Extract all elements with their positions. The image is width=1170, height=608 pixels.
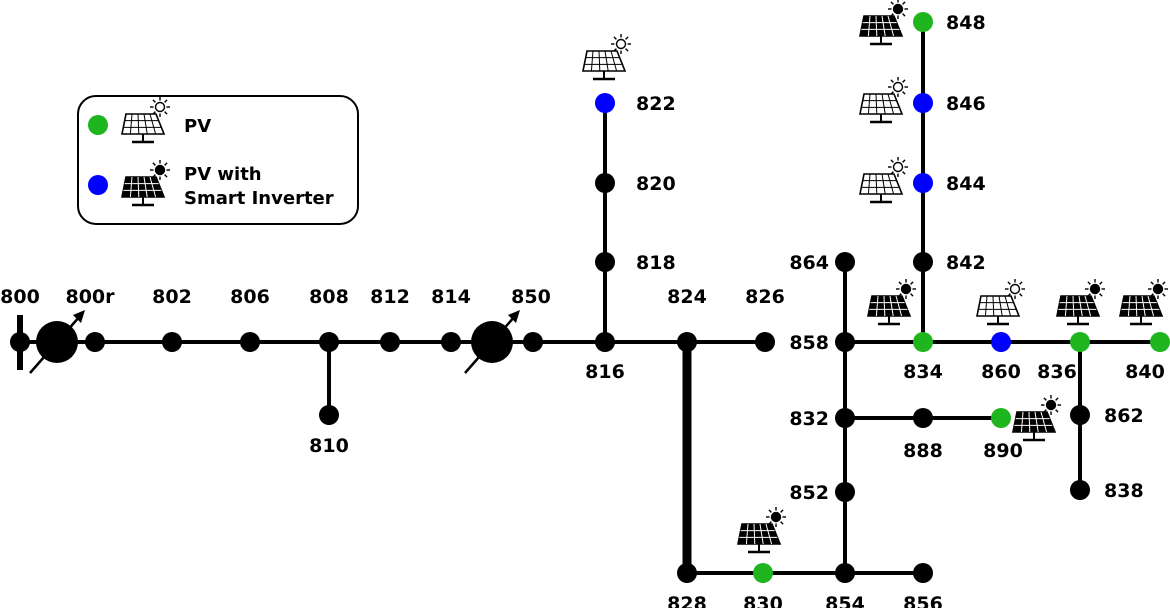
bus-labels: 800 800r 802 806 808 810 812 814 850 816 818 820 822…: [0, 12, 1165, 608]
legend-smart-label-line1: PV with: [184, 164, 262, 185]
solar-panel-icon-890: [1012, 395, 1061, 442]
bus-label-856: 856: [903, 593, 943, 608]
solar-panel-icon-860: [976, 279, 1025, 326]
bus-label-890: 890: [983, 440, 1023, 462]
bus-830: [753, 563, 773, 583]
bus-846: [913, 93, 933, 113]
bus-label-820: 820: [636, 173, 676, 195]
solar-panel-icon-840: [1119, 279, 1168, 326]
bus-856: [913, 563, 933, 583]
bus-label-838: 838: [1104, 480, 1144, 502]
bus-818: [595, 252, 615, 272]
bus-806: [240, 332, 260, 352]
solar-panel-icon-848: [859, 0, 908, 46]
legend-smart-dot: [88, 175, 108, 195]
legend-pv-panel: [121, 97, 170, 144]
bus-label-864: 864: [789, 252, 829, 274]
bus-label-840: 840: [1125, 361, 1165, 383]
bus-label-826: 826: [745, 286, 785, 308]
bus-802: [162, 332, 182, 352]
bus-label-846: 846: [946, 93, 986, 115]
solar-panels: [582, 0, 1168, 554]
bus-label-834: 834: [903, 361, 943, 383]
voltage-regulator-1: [29, 310, 85, 374]
bus-label-800: 800: [0, 286, 40, 308]
bus-842: [913, 252, 933, 272]
bus-label-848: 848: [946, 12, 986, 34]
bus-label-852: 852: [789, 482, 829, 504]
bus-label-858: 858: [789, 332, 829, 354]
bus-810: [319, 405, 339, 425]
bus-822: [595, 93, 615, 113]
legend-smart-label-line2: Smart Inverter: [184, 188, 334, 209]
bus-888: [913, 408, 933, 428]
solar-panel-icon-836: [1056, 279, 1105, 326]
bus-label-854: 854: [825, 593, 865, 608]
bus-838: [1070, 480, 1090, 500]
bus-label-816: 816: [585, 361, 625, 383]
bus-label-808: 808: [309, 286, 349, 308]
solar-panel-icon-822: [582, 34, 631, 81]
bus-label-800r: 800r: [65, 286, 115, 308]
bus-label-844: 844: [946, 173, 986, 195]
bus-label-842: 842: [946, 252, 986, 274]
bus-814: [441, 332, 461, 352]
bus-824: [677, 332, 697, 352]
buses: [10, 12, 1170, 583]
bus-label-862: 862: [1104, 405, 1144, 427]
bus-858: [835, 332, 855, 352]
bus-label-830: 830: [743, 593, 783, 608]
legend-pv-dot: [88, 115, 108, 135]
feeder-lines: [17, 22, 1160, 575]
bus-label-818: 818: [636, 252, 676, 274]
solar-panel-filled-icon: [121, 160, 170, 207]
bus-label-850: 850: [511, 286, 551, 308]
legend: PV PV with Smart Inverter: [77, 95, 359, 225]
bus-label-814: 814: [431, 286, 471, 308]
solar-panel-icon-834: [867, 279, 916, 326]
bus-890: [991, 408, 1011, 428]
bus-848: [913, 12, 933, 32]
bus-800: [10, 332, 30, 352]
bus-label-824: 824: [667, 286, 707, 308]
bus-800r: [85, 332, 105, 352]
bus-label-806: 806: [230, 286, 270, 308]
solar-panel-icon-830: [737, 507, 786, 554]
bus-label-822: 822: [636, 93, 676, 115]
bus-854: [835, 563, 855, 583]
bus-label-810: 810: [309, 435, 349, 457]
regulators: [29, 310, 520, 374]
bus-808: [319, 332, 339, 352]
bus-828: [677, 563, 697, 583]
bus-862: [1070, 405, 1090, 425]
bus-826: [755, 332, 775, 352]
bus-836: [1070, 332, 1090, 352]
bus-864: [835, 252, 855, 272]
bus-label-812: 812: [370, 286, 410, 308]
bus-812: [380, 332, 400, 352]
bus-label-888: 888: [903, 440, 943, 462]
bus-label-832: 832: [789, 408, 829, 430]
legend-smart-panel: [121, 160, 170, 207]
bus-label-836: 836: [1037, 361, 1077, 383]
bus-832: [835, 408, 855, 428]
legend-pv-label: PV: [184, 116, 211, 137]
bus-844: [913, 173, 933, 193]
bus-852: [835, 482, 855, 502]
voltage-regulator-2: [464, 310, 520, 374]
bus-850: [523, 332, 543, 352]
solar-panel-icon-844: [859, 157, 908, 204]
bus-860: [991, 332, 1011, 352]
solar-panel-outline-icon: [121, 97, 170, 144]
bus-840: [1150, 332, 1170, 352]
bus-820: [595, 173, 615, 193]
bus-816: [595, 332, 615, 352]
solar-panel-icon-846: [859, 77, 908, 124]
bus-label-828: 828: [667, 593, 707, 608]
bus-label-860: 860: [981, 361, 1021, 383]
bus-label-802: 802: [152, 286, 192, 308]
bus-834: [913, 332, 933, 352]
